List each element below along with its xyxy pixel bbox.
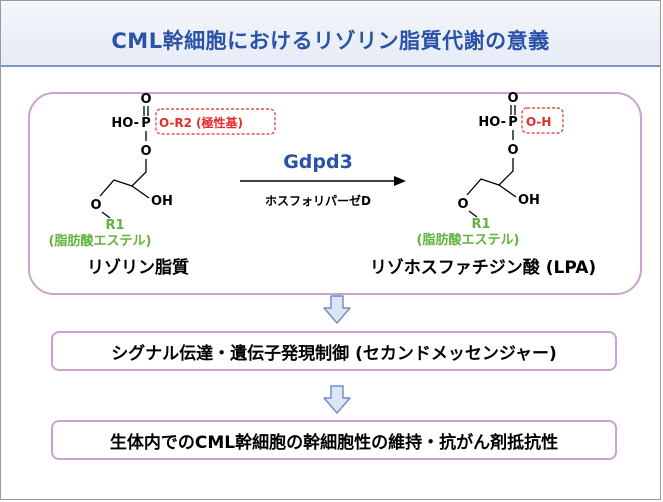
left-tail-oxygen: O: [90, 198, 101, 213]
left-phosphorus: P: [141, 116, 151, 131]
lysophospholipid-structure: O HO- P O-R2(極性基) O OH O R1 (脂肪酸エステル) リゾ…: [49, 92, 276, 278]
right-oh-bond: [498, 184, 517, 198]
lpa-structure: O HO- P O-H O OH O R1 (脂肪酸エステル) リゾホスファチジ…: [370, 91, 596, 278]
reaction-arrowhead: [394, 176, 406, 186]
left-r1-note: (脂肪酸エステル): [49, 233, 152, 249]
right-phosphorus: P: [508, 115, 518, 130]
right-hydroxyl: OH: [518, 193, 540, 208]
enzyme-name: Gdpd3: [283, 151, 353, 173]
left-r1-label: R1: [105, 218, 124, 233]
right-r1-bond: [468, 210, 478, 218]
left-r1-bond: [101, 211, 111, 219]
slide-header: CML幹細胞におけるリゾリン脂質代謝の意義: [1, 1, 660, 67]
left-head-group: O-R2(極性基): [159, 115, 243, 130]
left-oh-bond: [131, 185, 150, 199]
right-head-group: O-H: [526, 115, 551, 129]
left-ho-label: HO-: [111, 116, 139, 131]
left-hydroxyl: OH: [151, 194, 173, 209]
slide-title: CML幹細胞におけるリゾリン脂質代謝の意義: [111, 29, 550, 53]
right-phosphate-oxygen: O: [507, 91, 518, 106]
down-arrow-2: [323, 385, 351, 414]
right-r1-label: R1: [471, 217, 490, 232]
right-head-group-box: [521, 107, 564, 134]
left-ester-oxygen: O: [140, 144, 151, 159]
right-tail-oxygen: O: [457, 197, 468, 212]
signaling-box: シグナル伝達・遺伝子発現制御 (セカンドメッセンジャー): [51, 331, 617, 371]
right-ester-oxygen: O: [507, 143, 518, 158]
right-ho-label: HO-: [478, 115, 506, 130]
lysophospholipid-name: リゾリン脂質: [87, 257, 189, 278]
outcome-box: 生体内でのCML幹細胞の幹細胞性の維持・抗がん剤抵抗性: [51, 420, 617, 460]
enzyme-reaction: Gdpd3 ホスフォリパーゼD: [240, 151, 406, 208]
down-arrow-1: [323, 295, 351, 324]
right-r1-note: (脂肪酸エステル): [417, 232, 520, 248]
lpa-name: リゾホスファチジン酸 (LPA): [370, 257, 596, 278]
left-phosphate-oxygen: O: [140, 92, 151, 107]
enzyme-description: ホスフォリパーゼD: [265, 193, 371, 208]
reaction-panel: [28, 92, 642, 295]
